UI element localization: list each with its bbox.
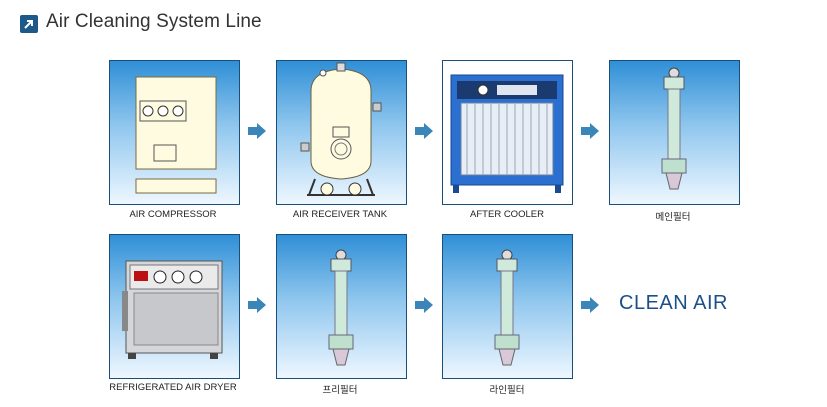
flow-arrow-icon	[248, 123, 266, 144]
step-caption: AFTER COOLER	[470, 209, 544, 220]
step-caption: 프리필터	[322, 385, 358, 396]
step-caption: 라인필터	[489, 385, 525, 396]
line-filter-image	[442, 234, 573, 379]
flow-arrow-icon	[415, 297, 433, 318]
flow-arrow-icon	[581, 123, 599, 144]
step-caption: AIR RECEIVER TANK	[292, 209, 388, 220]
step-caption: 메인필터	[655, 212, 691, 223]
after-cooler-image	[442, 60, 573, 205]
step-caption: REFRIGERATED AIR DRYER	[109, 382, 237, 393]
air-receiver-tank-image	[276, 60, 407, 205]
flow-arrow-icon	[581, 297, 599, 318]
clean-air-label: CLEAN AIR	[619, 292, 728, 314]
pre-filter-image	[276, 234, 407, 379]
flow-arrow-icon	[248, 297, 266, 318]
flow-arrow-icon	[415, 123, 433, 144]
page-title: Air Cleaning System Line	[46, 11, 262, 32]
refrigerated-air-dryer-image	[109, 234, 240, 379]
main-filter-image	[609, 60, 740, 205]
air-compressor-image	[109, 60, 240, 205]
arrow-up-right-icon	[20, 15, 38, 33]
step-caption: AIR COMPRESSOR	[129, 209, 217, 220]
